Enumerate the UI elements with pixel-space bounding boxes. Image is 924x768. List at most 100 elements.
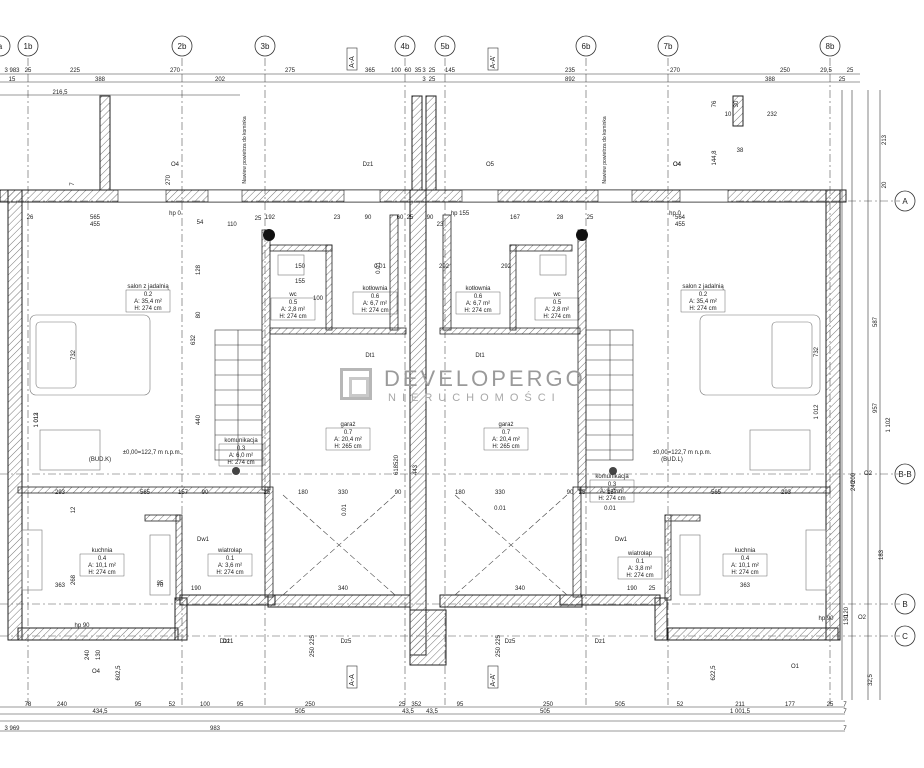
top-dimension: 25 (25, 68, 32, 74)
axis-label: B (902, 600, 907, 609)
inner-dimension: 564 (675, 215, 686, 221)
axis-marker-1b: 1b (17, 35, 39, 57)
inner-dimension: 150 (295, 264, 306, 270)
inner-dimension: 90 (365, 215, 372, 221)
inner-dimension: 0.01 (494, 506, 506, 512)
room-height: H: 274 cm (279, 314, 306, 320)
room-height: H: 274 cm (361, 308, 388, 314)
bottom-dimension: 250 (305, 702, 316, 708)
room-info-box (325, 427, 371, 451)
inner-dimension: 240 (85, 649, 91, 660)
room-height: H: 274 cm (543, 314, 570, 320)
vent-annotation: Nawiew powietrza do kominka (602, 116, 608, 183)
bottom-dimension: 95 (457, 702, 464, 708)
bottom-dimension: 7 (843, 709, 847, 715)
inner-dimension: 1 012 (814, 404, 820, 420)
room-name: salon z jadalnią (682, 284, 724, 290)
top-dimension: 7 (70, 182, 76, 186)
top-dimension: 3 983 (4, 68, 20, 74)
top-dimension: 25 (839, 77, 846, 83)
window-label: O4 (673, 162, 682, 168)
bottom-dimension: 505 (540, 709, 551, 715)
top-dimension: 275 (285, 68, 296, 74)
inner-dimension: 180 (298, 490, 309, 496)
axis-label: 7b (664, 42, 673, 51)
section-mark-box (487, 47, 499, 71)
inner-dimension: 157 (178, 490, 189, 496)
top-dimension: 144,8 (712, 150, 718, 166)
inner-dimension: 90 (202, 490, 209, 496)
inner-dimension: 0.01 (342, 504, 348, 516)
level-annotation: ±0,00=122,7 m n.p.m. (653, 450, 712, 456)
room-name: kuchnia (92, 548, 113, 554)
room-number: 0.2 (144, 292, 153, 298)
inner-dimension: 128 (196, 264, 202, 275)
axis-label: B-B (898, 470, 911, 479)
room-area: A: 6,7 m² (466, 301, 490, 307)
inner-dimension: 1 013 (34, 412, 40, 428)
inner-dimension: 732 (814, 346, 820, 357)
bottom-dimension: 78 (25, 702, 32, 708)
door-label: Dt1 (475, 353, 485, 359)
section-mark: A-A (349, 674, 356, 686)
section-mark: A-A' (490, 55, 497, 68)
garage-door-lines (282, 494, 568, 596)
bottom-dimension: 25 (399, 702, 406, 708)
top-dimension: 213 (882, 134, 888, 145)
top-dimension: 30 (734, 100, 740, 107)
inner-dimension: 957 (873, 402, 879, 413)
inner-dimension: 90 (395, 490, 402, 496)
top-dimension: 892 (565, 77, 576, 83)
inner-dimension: 25 (649, 586, 656, 592)
axis-marker-8b: 8b (819, 35, 841, 57)
inner-dimension: 28 (557, 215, 564, 221)
axis-label: 4b (401, 42, 410, 51)
inner-dimension: 293 (781, 490, 792, 496)
window-label: O2 (858, 615, 867, 621)
top-dimension: 216,5 (52, 90, 68, 96)
inner-dimension: 330 (338, 490, 349, 496)
top-dimension: 15 (9, 77, 16, 83)
axis-marker-B: B (894, 593, 916, 615)
inner-dimension: 340 (338, 586, 349, 592)
room-info-box (79, 553, 125, 577)
room-area: A: 6,0 m² (229, 453, 253, 459)
section-mark: A-A (349, 56, 356, 68)
top-dimension: 145 (445, 68, 456, 74)
top-dimension: 3 (422, 68, 426, 74)
room-area: A: 35,4 m² (134, 299, 162, 305)
inner-dimension: 440 (196, 414, 202, 425)
room-name: wiatrołap (627, 551, 653, 557)
bottom-dimension: 25 (827, 702, 834, 708)
room-number: 0.5 (553, 300, 562, 306)
top-dimension: 202 (215, 77, 226, 83)
bottom-dimension-lines (0, 706, 845, 732)
room-info-box (589, 479, 635, 503)
room-area: A: 6,7 m² (363, 301, 387, 307)
inner-dimension: 618 (394, 464, 400, 475)
inner-dimension: 25 (157, 581, 164, 587)
room-number: 0.1 (226, 556, 235, 562)
room-info-box (270, 297, 316, 321)
door-label: Dt1 (365, 353, 375, 359)
bottom-dimension: 100 (200, 702, 211, 708)
inner-dimension: 363 (740, 583, 751, 589)
inner-dimension: 70 (157, 583, 164, 589)
door-label: Dz5 (505, 639, 516, 645)
vent-annotation: Nawiew powietrza do kominka (242, 116, 248, 183)
inner-dimension: 225 (310, 634, 316, 645)
inner-dimension: 443 (413, 464, 419, 475)
inner-dimension: 520 (394, 454, 400, 465)
room-name: kuchnia (735, 548, 756, 554)
inner-dimension: 90 (427, 215, 434, 221)
inner-dimension: 565 (711, 490, 722, 496)
inner-dimension: 54 (197, 220, 204, 226)
window-label: O4 (171, 162, 180, 168)
door-label: Dw1 (197, 537, 210, 543)
room-name: wiatrołap (217, 548, 243, 554)
axis-marker-6b: 6b (575, 35, 597, 57)
